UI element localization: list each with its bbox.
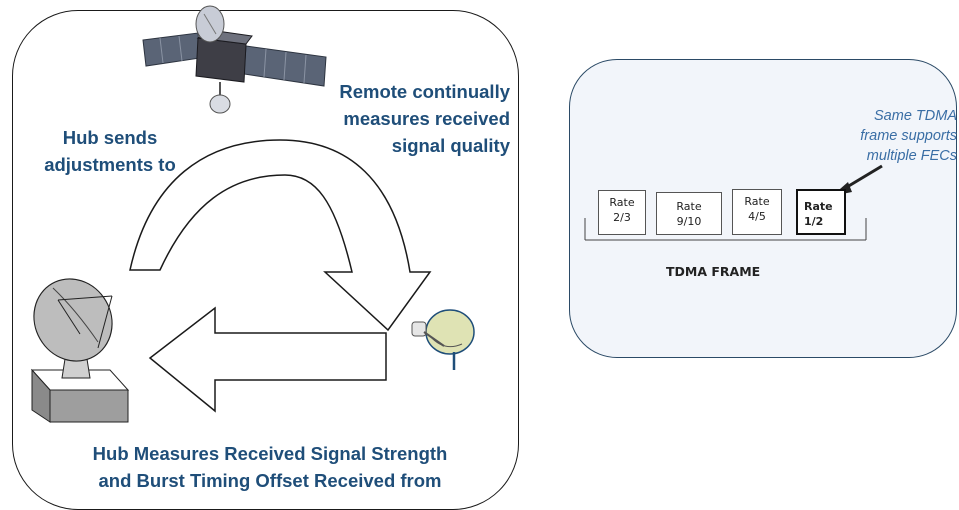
hub-remote-panel	[12, 10, 519, 510]
curved-arrow	[129, 139, 432, 332]
rate-box-2-3: Rate 2/3	[598, 190, 646, 235]
hub-sends-label: Hub sends adjustments to	[30, 124, 190, 178]
hub-sends-line-2: adjustments to	[44, 154, 176, 175]
bottom-caption: Hub Measures Received Signal Strength an…	[40, 440, 500, 494]
rate-box-9-10: Rate 9/10	[656, 192, 722, 235]
rate-word: Rate	[744, 195, 770, 208]
rate-value: 2/3	[613, 211, 631, 224]
tdma-frame-label: TDMA FRAME	[666, 264, 761, 279]
fec-note-line-2: frame supports	[860, 128, 957, 144]
rate-box-4-5: Rate 4/5	[732, 189, 782, 235]
remote-label-line-2: measures received	[343, 108, 510, 129]
remote-dish-icon	[411, 309, 475, 370]
rate-word: Rate	[609, 196, 635, 209]
bottom-caption-line-2: and Burst Timing Offset Received from	[98, 470, 442, 491]
rate-value: 1/2	[804, 215, 824, 228]
rate-word: Rate	[676, 200, 702, 213]
remote-label-line-3: signal quality	[391, 135, 510, 156]
remote-label-line-1: Remote continually	[339, 81, 510, 102]
rate-value: 4/5	[748, 210, 766, 223]
tdma-frame-baseline	[584, 218, 867, 241]
hub-sends-line-1: Hub sends	[62, 127, 158, 148]
hub-antenna-icon	[30, 278, 130, 423]
rate-box-1-2: Rate 1/2	[796, 189, 846, 235]
fec-note: Same TDMA frame supports multiple FECs	[805, 106, 957, 166]
satellite-icon	[142, 5, 327, 114]
left-arrow	[148, 306, 387, 413]
bottom-caption-line-1: Hub Measures Received Signal Strength	[92, 443, 448, 464]
remote-measures-label: Remote continually measures received sig…	[330, 78, 510, 159]
rate-value: 9/10	[676, 215, 702, 228]
rate-word: Rate	[804, 200, 833, 213]
fec-note-line-1: Same TDMA	[874, 108, 957, 124]
fec-note-line-3: multiple FECs	[866, 148, 957, 164]
